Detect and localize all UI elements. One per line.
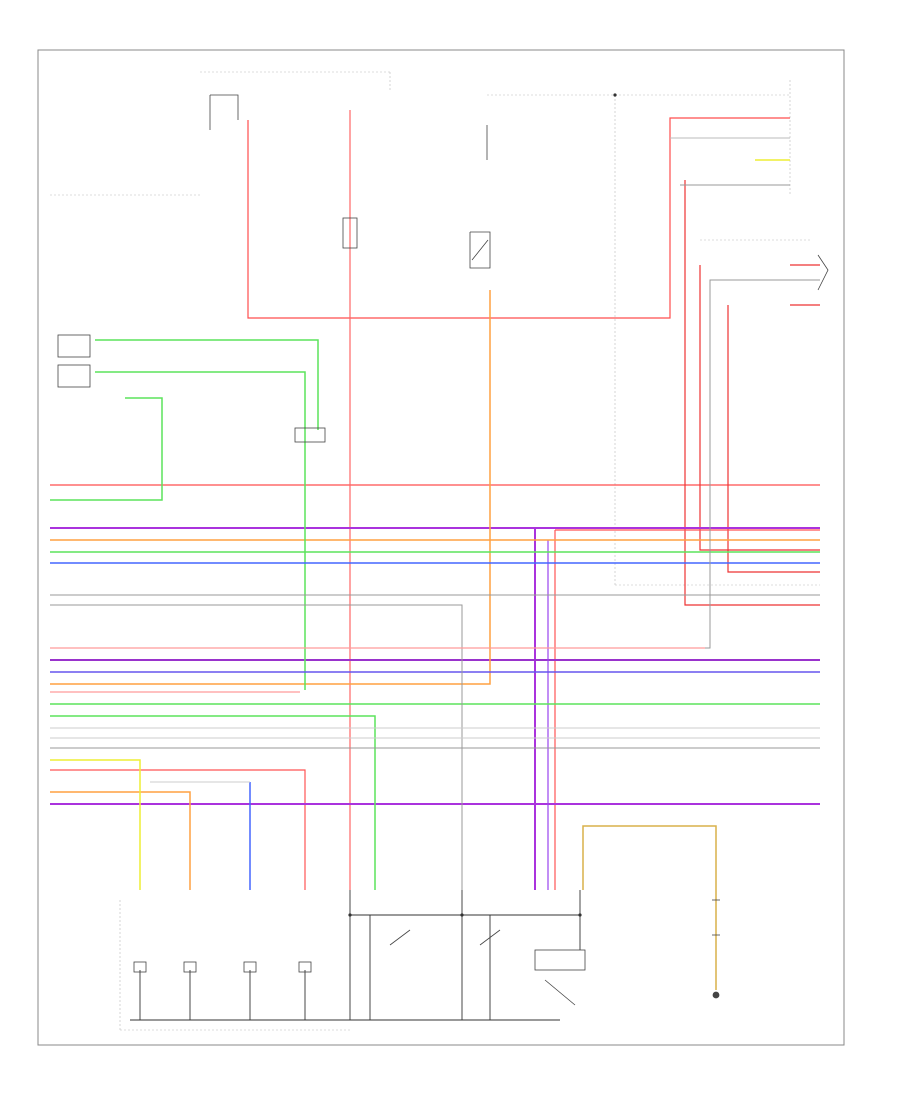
wire-black-ground [130,890,581,1021]
wire-red-right-routes [684,180,820,606]
wire-green [50,339,820,890]
component-center-sensor [294,427,326,443]
component-right-connector [817,254,829,291]
component-left-switch-module [57,334,91,388]
wire-red-left-to-bottom [50,529,820,890]
dotted-reference-lines [50,71,820,1031]
wire-pink [50,647,705,693]
junction-dots [348,93,617,917]
wire-purple-bus [50,527,820,890]
wire-orange [50,290,820,890]
component-solenoid-stack [133,961,312,973]
component-clutch-switch [469,125,491,269]
wire-blue [50,562,820,890]
wire-gray [50,137,820,890]
wire-yellow [50,159,790,890]
component-control-module-bottom [389,929,586,1006]
component-ignition-switch [209,94,239,130]
diagram-frame [37,49,845,1046]
component-speed-sensor [712,899,720,999]
component-fuse [342,217,358,249]
wire-tan [582,825,717,990]
wire-red-top-route [247,117,790,319]
